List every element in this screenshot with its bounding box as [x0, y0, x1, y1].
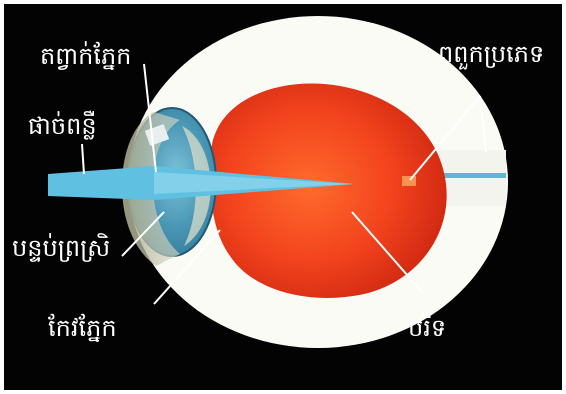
eye-diagram: តព្វាក់ភ្នែក ផាច់ពន្លឺ បន្ទប់ព្រស្រិ កែវ…	[4, 4, 562, 390]
blind-spot	[402, 176, 416, 186]
leader-ray	[82, 144, 84, 174]
label-pupil: បន្ទប់ព្រស្រិ	[12, 236, 110, 260]
label-ray-of-light: ផាច់ពន្លឺ	[28, 114, 97, 138]
label-blind-spot: ពពួកប្រភេទ	[438, 42, 544, 66]
label-eye-center: តព្វាក់ភ្នែក	[40, 44, 131, 68]
optic-nerve-line	[444, 173, 506, 178]
label-retina: បរិទ	[408, 316, 446, 340]
label-lens: កែវភ្នែក	[48, 316, 117, 340]
